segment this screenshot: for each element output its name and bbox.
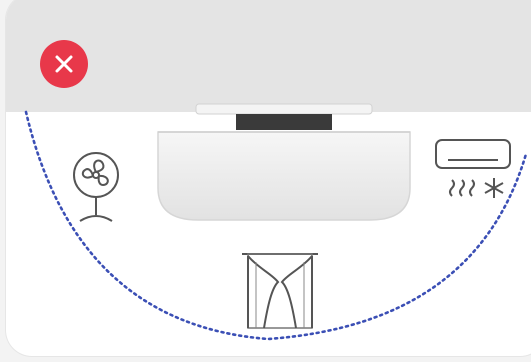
curtain-icon [238, 248, 322, 332]
fan-icon [70, 149, 122, 225]
smart-hub-icon [156, 102, 412, 226]
air-conditioner-icon [434, 136, 514, 208]
dialog-card [6, 0, 531, 356]
